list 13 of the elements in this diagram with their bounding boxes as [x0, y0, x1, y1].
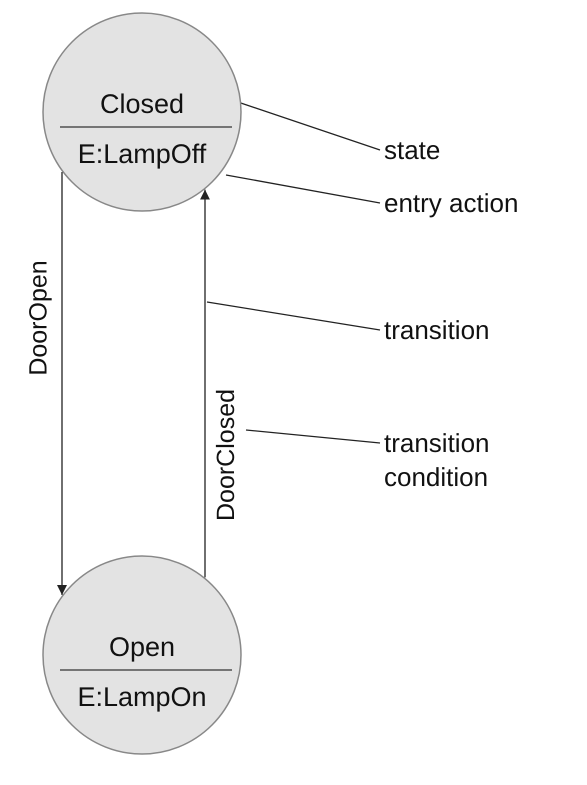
leader-line	[246, 429, 380, 444]
annotation-label: entry action	[384, 186, 518, 220]
leader-line	[206, 301, 380, 331]
entry-action-text: E:LampOff	[78, 139, 206, 169]
entry-action-text: E:LampOn	[77, 682, 207, 712]
transition-arrow	[57, 172, 67, 595]
state-name: Open	[108, 632, 176, 662]
leader-line	[226, 174, 380, 204]
annotation-label: state	[384, 133, 440, 167]
annotation-label: transition condition	[384, 426, 554, 494]
state-name: Closed	[100, 89, 184, 119]
annotation-label: transition	[384, 313, 490, 347]
transition-arrow	[200, 190, 210, 578]
